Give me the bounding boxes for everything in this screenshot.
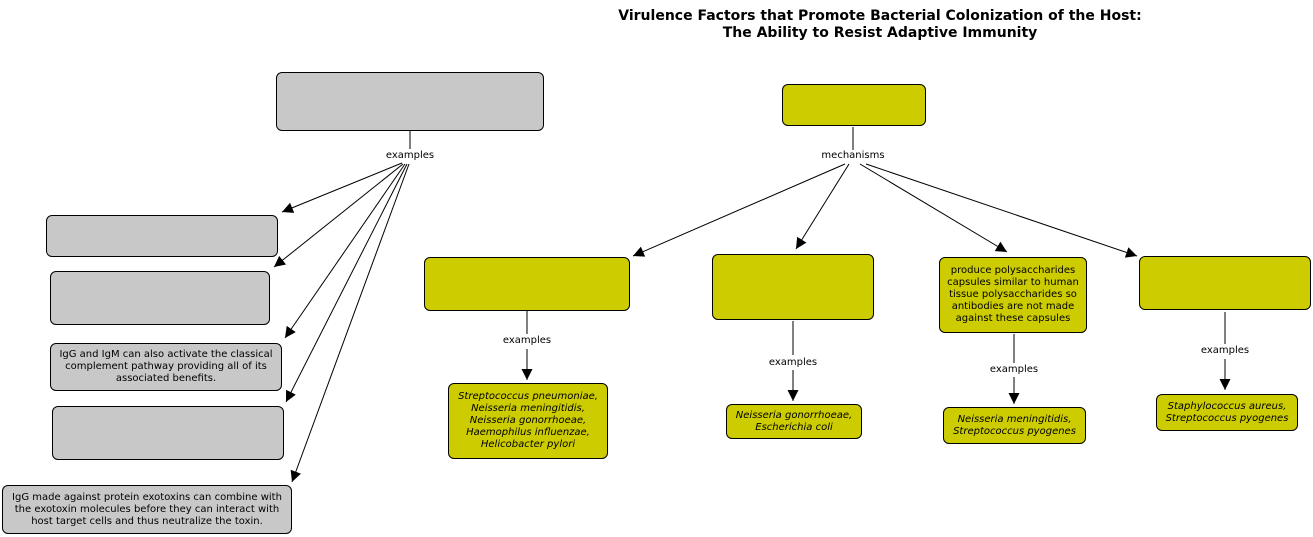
left-child-5[interactable]: IgG made against protein exotoxins can c… — [2, 485, 292, 534]
mechanism-node-1[interactable] — [424, 257, 630, 311]
mechanism-3-link-label: examples — [987, 364, 1041, 376]
left-link-label: examples — [383, 150, 437, 162]
mechanism-2-link-label: examples — [766, 357, 820, 369]
left-child-2[interactable] — [50, 271, 270, 325]
mechanism-node-2[interactable] — [712, 254, 874, 320]
right-link-label: mechanisms — [819, 150, 887, 162]
right-root-node[interactable] — [782, 84, 926, 126]
title-line-1: Virulence Factors that Promote Bacterial… — [618, 8, 1142, 24]
mechanism-2-examples[interactable]: Neisseria gonorrhoeae, Escherichia coli — [726, 404, 862, 439]
left-child-1[interactable] — [46, 215, 278, 257]
mechanism-4-link-label: examples — [1198, 345, 1252, 357]
mechanism-node-3[interactable]: produce polysaccharides capsules similar… — [939, 257, 1087, 333]
mechanism-3-examples[interactable]: Neisseria meningitidis, Streptococcus py… — [943, 407, 1086, 444]
mechanism-4-examples[interactable]: Staphylococcus aureus, Streptococcus pyo… — [1156, 394, 1298, 431]
mechanism-node-4[interactable] — [1139, 256, 1311, 310]
mechanism-1-link-label: examples — [500, 335, 554, 347]
left-root-node[interactable] — [276, 72, 544, 131]
left-child-3[interactable]: IgG and IgM can also activate the classi… — [50, 343, 282, 391]
mechanism-1-examples[interactable]: Streptococcus pneumoniae, Neisseria meni… — [448, 383, 608, 459]
diagram-title: Virulence Factors that Promote Bacterial… — [560, 8, 1200, 42]
left-child-4[interactable] — [52, 406, 284, 460]
title-line-2: The Ability to Resist Adaptive Immunity — [722, 25, 1038, 41]
